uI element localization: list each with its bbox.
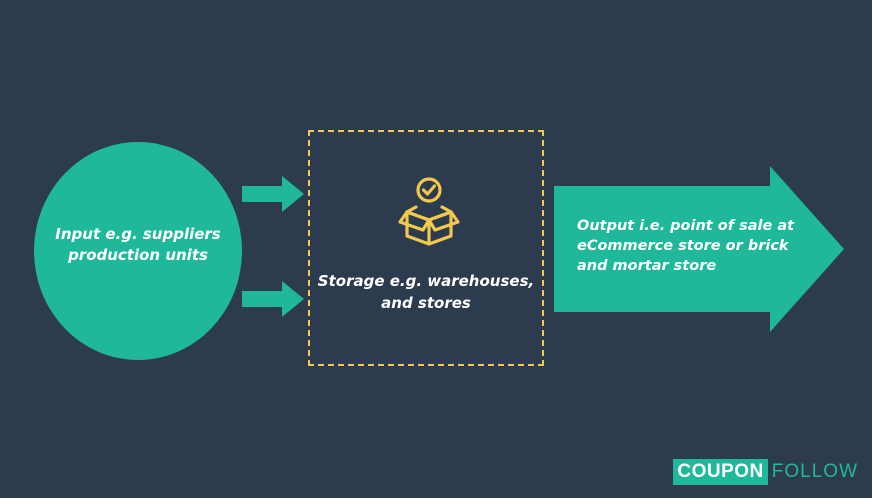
arrow-right-icon (242, 176, 304, 212)
output-arrow (554, 166, 844, 332)
storage-label: Storage e.g. warehouses, and stores (317, 272, 535, 312)
input-node: Input e.g. suppliers production units (34, 142, 242, 360)
package-check-icon (398, 177, 460, 246)
arrow-right-icon (242, 281, 304, 317)
storage-node: Storage e.g. warehouses, and stores (308, 130, 544, 366)
input-label: Input e.g. suppliers production units (55, 225, 221, 264)
logo-coupon-text: COUPON (673, 459, 768, 485)
output-label: Output i.e. point of sale at eCommerce s… (577, 218, 795, 274)
logo-follow-text: FOLLOW (771, 461, 858, 482)
couponfollow-logo: COUPON FOLLOW (673, 459, 858, 485)
